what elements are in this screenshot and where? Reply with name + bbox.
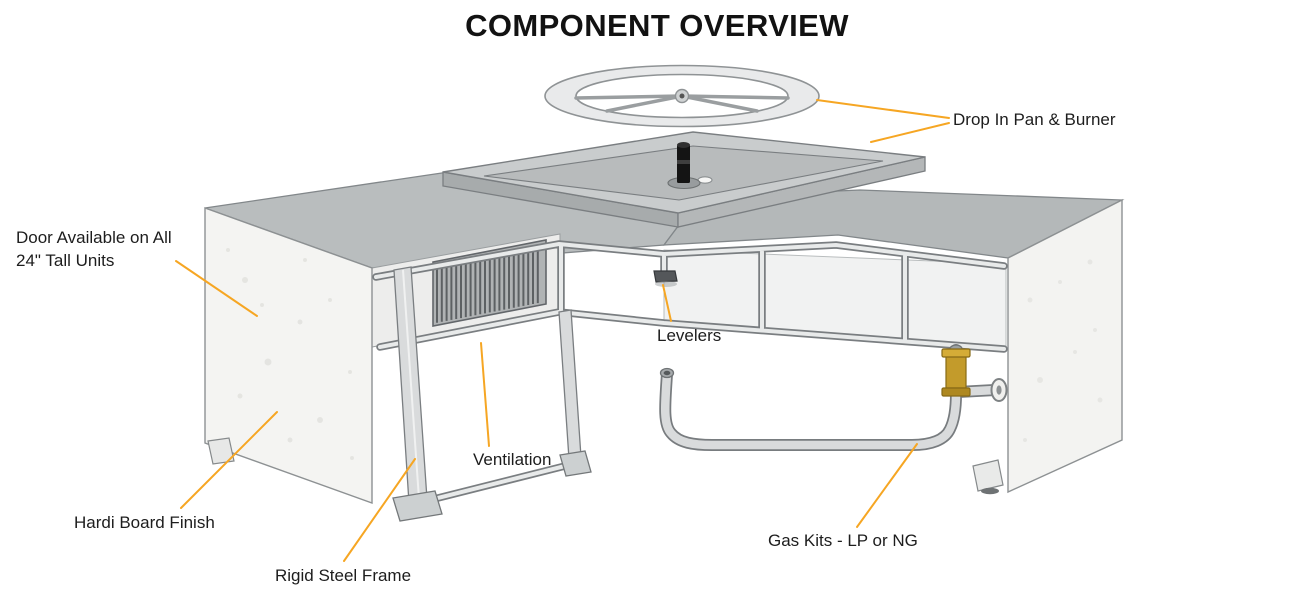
- leader-gas-kits: [856, 443, 918, 528]
- left-panel-foot: [207, 437, 235, 465]
- igniter-knob: [667, 142, 701, 190]
- leader-ventilation: [480, 342, 490, 447]
- ring-spokes: [574, 94, 790, 113]
- leader-lines: [175, 99, 950, 562]
- callout-hardi-board-finish: Hardi Board Finish: [74, 513, 215, 532]
- callout-door-available: Door Available on All 24" Tall Units: [16, 228, 172, 270]
- right-foot-leveler: [981, 487, 999, 495]
- callout-levelers: Levelers: [657, 326, 722, 345]
- right-panel-foot: [972, 459, 1004, 492]
- leader-hardi-board: [180, 411, 278, 509]
- leader-rigid-steel: [343, 458, 416, 562]
- page-title: COMPONENT OVERVIEW: [465, 8, 849, 43]
- hardi-panel-left: [204, 207, 373, 504]
- callout-gas-kits: Gas Kits - LP or NG: [768, 531, 918, 550]
- leader-levelers: [662, 284, 672, 322]
- frame-foot-back: [559, 450, 592, 477]
- leader-drop-in-ring: [816, 99, 950, 119]
- vent-louvers: [436, 244, 539, 323]
- callout-ventilation: Ventilation: [473, 450, 552, 469]
- hardi-texture-right: [1023, 259, 1103, 442]
- leader-door: [175, 260, 258, 317]
- callout-drop-in-pan-burner: Drop In Pan & Burner: [953, 110, 1116, 129]
- leveler-foot: [653, 270, 678, 287]
- cabinet-feet: [207, 437, 1004, 495]
- callout-rigid-steel-frame: Rigid Steel Frame: [275, 566, 412, 585]
- frame-leg-back: [558, 309, 582, 460]
- leader-drop-in-pan: [870, 122, 950, 143]
- gas-line: [659, 344, 1008, 451]
- hardi-texture-left: [226, 248, 354, 460]
- burner-ring: [544, 64, 820, 128]
- steel-frame: [372, 240, 1008, 522]
- gas-valve: [941, 348, 971, 397]
- frame-leg-highlight: [402, 269, 420, 500]
- frame-foot-front: [392, 490, 443, 522]
- hardi-panel-right: [1007, 198, 1123, 494]
- gas-flange: [990, 378, 1008, 402]
